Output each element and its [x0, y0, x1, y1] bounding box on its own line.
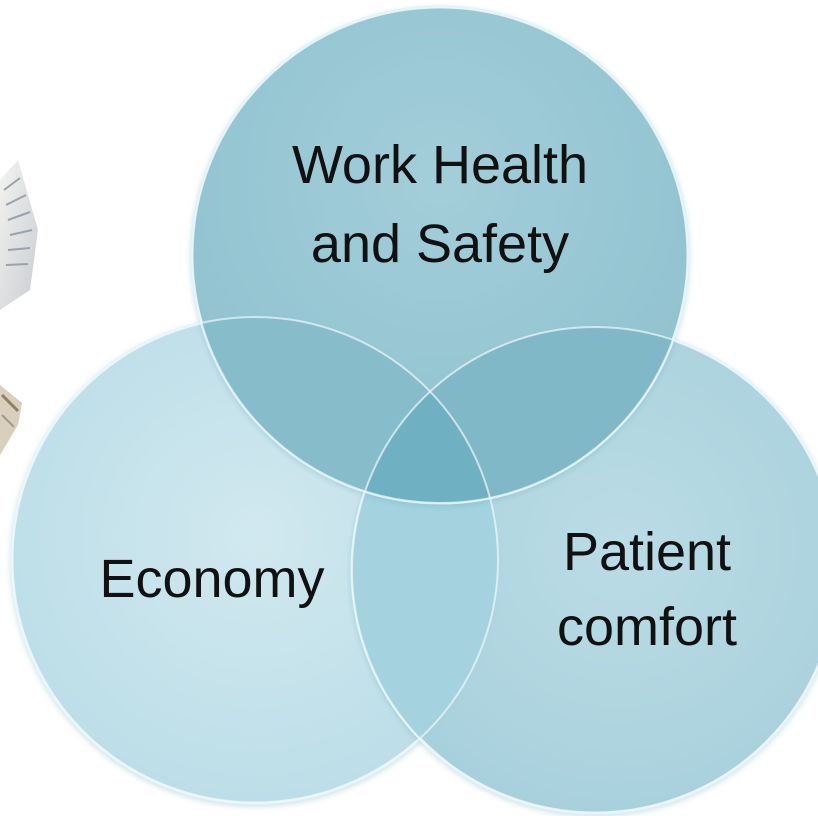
patient-comfort-label-line-1: Patient	[563, 522, 731, 582]
document-photo-fragment	[0, 160, 38, 310]
pen-photo-fragment	[0, 385, 22, 455]
work-health-safety-label-line-2: and Safety	[311, 214, 569, 274]
safety-patient-overlap	[352, 327, 688, 503]
work-health-safety-label-line-1: Work Health	[292, 135, 588, 195]
safety-economy-overlap	[192, 317, 498, 503]
economy-label: Economy	[99, 549, 324, 609]
patient-comfort-label-line-2: comfort	[557, 597, 737, 657]
